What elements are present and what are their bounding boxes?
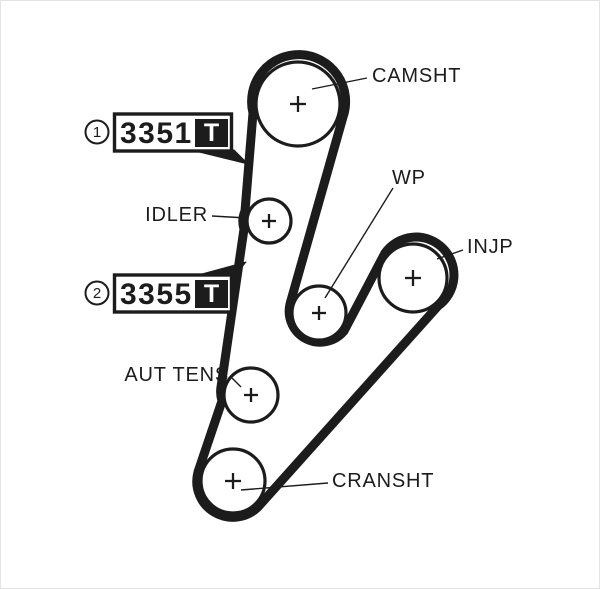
crankshaft-leader-line bbox=[240, 482, 329, 491]
crankshaft-plus-icon bbox=[225, 473, 241, 489]
water-pump-leader-line bbox=[324, 187, 394, 299]
callout-1-t-mark: T bbox=[204, 119, 219, 147]
camshaft-plus-icon bbox=[290, 96, 306, 112]
injection-pump-plus-icon bbox=[405, 270, 421, 286]
camshaft-leader-line bbox=[311, 77, 368, 90]
callout-2-number-circle bbox=[84, 280, 110, 306]
callout-2-t-mark: T bbox=[204, 280, 219, 308]
crankshaft-label: CRANSHT bbox=[332, 470, 434, 492]
tensioner-leader-line bbox=[231, 377, 242, 388]
idler-plus-icon bbox=[262, 214, 276, 228]
callout-2-part-number: 3355 bbox=[120, 278, 193, 311]
callout-1: 1 3351 T bbox=[84, 112, 234, 153]
water-pump-label: WP bbox=[392, 167, 426, 189]
water-pump-plus-icon bbox=[312, 306, 326, 320]
callout-2-t-mark-box bbox=[195, 280, 228, 308]
idler-label: IDLER bbox=[145, 204, 208, 226]
tensioner-plus-icon bbox=[244, 388, 258, 402]
callout-2-number: 2 bbox=[93, 285, 101, 302]
callout-2: 2 3355 T bbox=[84, 273, 234, 314]
callout-1-number-circle bbox=[84, 119, 110, 145]
timing-belt-path bbox=[192, 50, 459, 522]
callout-1-part-number: 3351 bbox=[120, 117, 193, 150]
camshaft-label: CAMSHT bbox=[372, 65, 461, 87]
injection-pump-leader-line bbox=[436, 249, 464, 260]
callout-1-t-mark-box bbox=[195, 119, 228, 147]
tensioner-label: AUT TENS bbox=[124, 364, 229, 386]
idler-leader-line bbox=[211, 215, 248, 219]
injection-pump-label: INJP bbox=[467, 236, 514, 258]
callout-1-number: 1 bbox=[93, 124, 101, 141]
